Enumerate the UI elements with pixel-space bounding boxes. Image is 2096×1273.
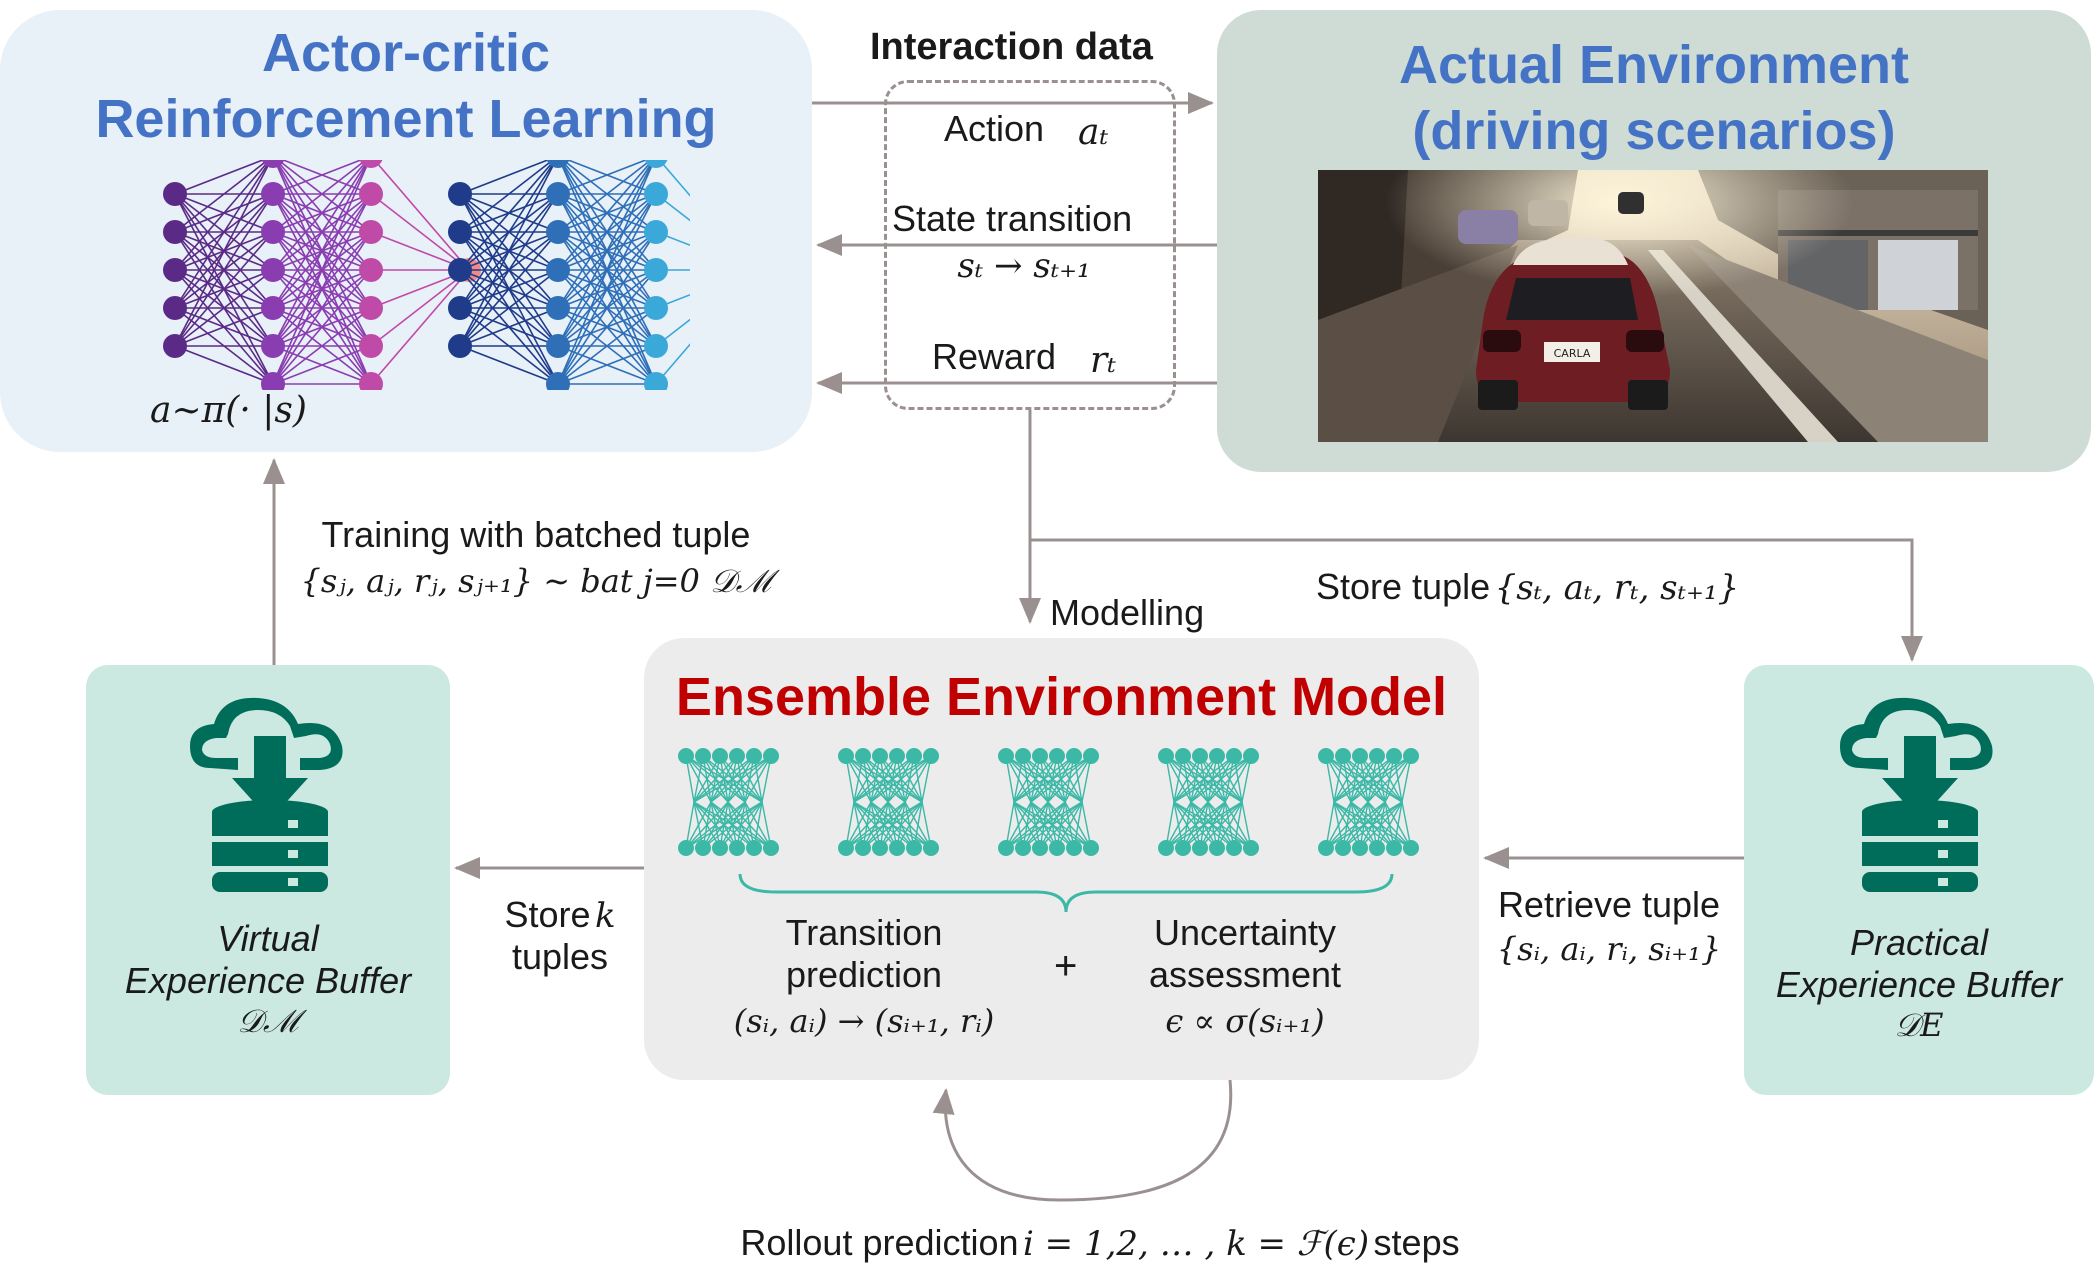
policy-formula: a∼π(· |s) bbox=[150, 390, 307, 431]
training-label: Training with batched tuple bbox=[321, 514, 751, 555]
ensemble-network-icon bbox=[998, 748, 1099, 856]
training-math: {sⱼ, aⱼ, rⱼ, sⱼ₊₁} ∼ bat j=0 𝒟ℳ bbox=[300, 562, 772, 600]
cloud-database-icon bbox=[1840, 697, 1993, 892]
retrieve-math: {sᵢ, aᵢ, rᵢ, sᵢ₊₁} bbox=[1496, 930, 1722, 968]
interaction-data-header: Interaction data bbox=[870, 26, 1153, 68]
license-plate: CARLA bbox=[1554, 347, 1591, 360]
critic-network-icon bbox=[448, 160, 690, 390]
practical-buffer-line2: Experience Buffer bbox=[1775, 964, 2063, 1005]
uncertainty-line2: assessment bbox=[1148, 954, 1342, 995]
store-tuple-math: {sₜ, aₜ, rₜ, sₜ₊₁} bbox=[1494, 568, 1740, 608]
store-tuple-arrow bbox=[1030, 538, 1923, 662]
store-k-label: Store bbox=[504, 894, 591, 935]
action-label: Action bbox=[944, 108, 1045, 149]
actor-critic-panel bbox=[0, 10, 812, 452]
env-title: Actual Environment (driving scenarios) bbox=[1217, 32, 2091, 164]
transition-line1: Transition bbox=[785, 912, 943, 953]
store-tuple-label: Store tuple bbox=[1316, 566, 1491, 607]
virtual-buffer-line2: Experience Buffer bbox=[124, 960, 412, 1001]
actor-critic-networks bbox=[163, 160, 690, 390]
plus-sign: + bbox=[1054, 944, 1078, 988]
virtual-buffer-symbol: 𝒟ℳ bbox=[237, 1002, 299, 1040]
practical-buffer-line1: Practical bbox=[1849, 922, 1989, 963]
state-transition-math: sₜ → sₜ₊₁ bbox=[957, 246, 1091, 286]
practical-buffer-symbol: 𝒟E bbox=[1894, 1006, 1944, 1044]
ensemble-network-icon bbox=[678, 748, 779, 856]
store-k-text: Store k tuples bbox=[480, 894, 640, 978]
rl-title-line1: Actor-critic bbox=[261, 23, 551, 83]
transition-line2: prediction bbox=[785, 954, 943, 995]
env-title-line2: (driving scenarios) bbox=[1412, 101, 1896, 161]
store-k-math: k bbox=[594, 896, 616, 936]
rollout-loop-arrow bbox=[932, 1079, 1233, 1202]
ensemble-network-icon bbox=[1318, 748, 1419, 856]
ensemble-networks bbox=[678, 748, 1419, 856]
rollout-label: Rollout prediction bbox=[740, 1222, 1019, 1263]
rl-title: Actor-critic Reinforcement Learning bbox=[0, 20, 812, 152]
rollout-text: Rollout prediction i = 1,2, … , k = ℱ(ϵ)… bbox=[640, 1222, 1560, 1264]
model-title: Ensemble Environment Model bbox=[675, 667, 1448, 727]
transition-math: (sᵢ, aᵢ) → (sᵢ₊₁, rᵢ) bbox=[733, 1002, 995, 1040]
virtual-buffer-label: Virtual Experience Buffer 𝒟ℳ bbox=[86, 918, 450, 1041]
rollout-suffix: steps bbox=[1373, 1222, 1460, 1263]
reward-math: rₜ bbox=[1090, 340, 1117, 381]
reward-label: Reward bbox=[932, 336, 1057, 377]
cloud-database-icon bbox=[190, 697, 343, 892]
store-k-tuples: tuples bbox=[511, 936, 609, 977]
uncertainty-line1: Uncertainty bbox=[1153, 912, 1337, 953]
practical-buffer-label: Practical Experience Buffer 𝒟E bbox=[1744, 922, 2094, 1045]
env-title-line1: Actual Environment bbox=[1398, 35, 1910, 95]
ensemble-brace-icon bbox=[738, 873, 1394, 913]
store-tuple-text: Store tuple {sₜ, aₜ, rₜ, sₜ₊₁} bbox=[1316, 566, 1739, 608]
retrieve-text: Retrieve tuple {sᵢ, aᵢ, rᵢ, sᵢ₊₁} bbox=[1480, 884, 1738, 968]
transition-block: Transition prediction (sᵢ, aᵢ) → (sᵢ₊₁, … bbox=[694, 912, 1034, 1040]
uncertainty-math: ϵ ∝ σ(sᵢ₊₁) bbox=[1165, 1002, 1325, 1040]
state-transition-label: State transition bbox=[892, 198, 1133, 239]
modelling-label: Modelling bbox=[1050, 592, 1205, 633]
ensemble-model-panel bbox=[644, 638, 1479, 1080]
uncertainty-block: Uncertainty assessment ϵ ∝ σ(sᵢ₊₁) bbox=[1100, 912, 1390, 1040]
retrieve-label: Retrieve tuple bbox=[1497, 884, 1721, 925]
rollout-math: i = 1,2, … , k = ℱ(ϵ) bbox=[1023, 1224, 1370, 1264]
virtual-buffer-line1: Virtual bbox=[217, 918, 319, 959]
action-math: aₜ bbox=[1078, 112, 1109, 153]
ensemble-network-icon bbox=[838, 748, 939, 856]
driving-scene-image: CARLA bbox=[1318, 170, 1988, 442]
rl-title-line2: Reinforcement Learning bbox=[95, 89, 717, 149]
ensemble-network-icon bbox=[1158, 748, 1259, 856]
